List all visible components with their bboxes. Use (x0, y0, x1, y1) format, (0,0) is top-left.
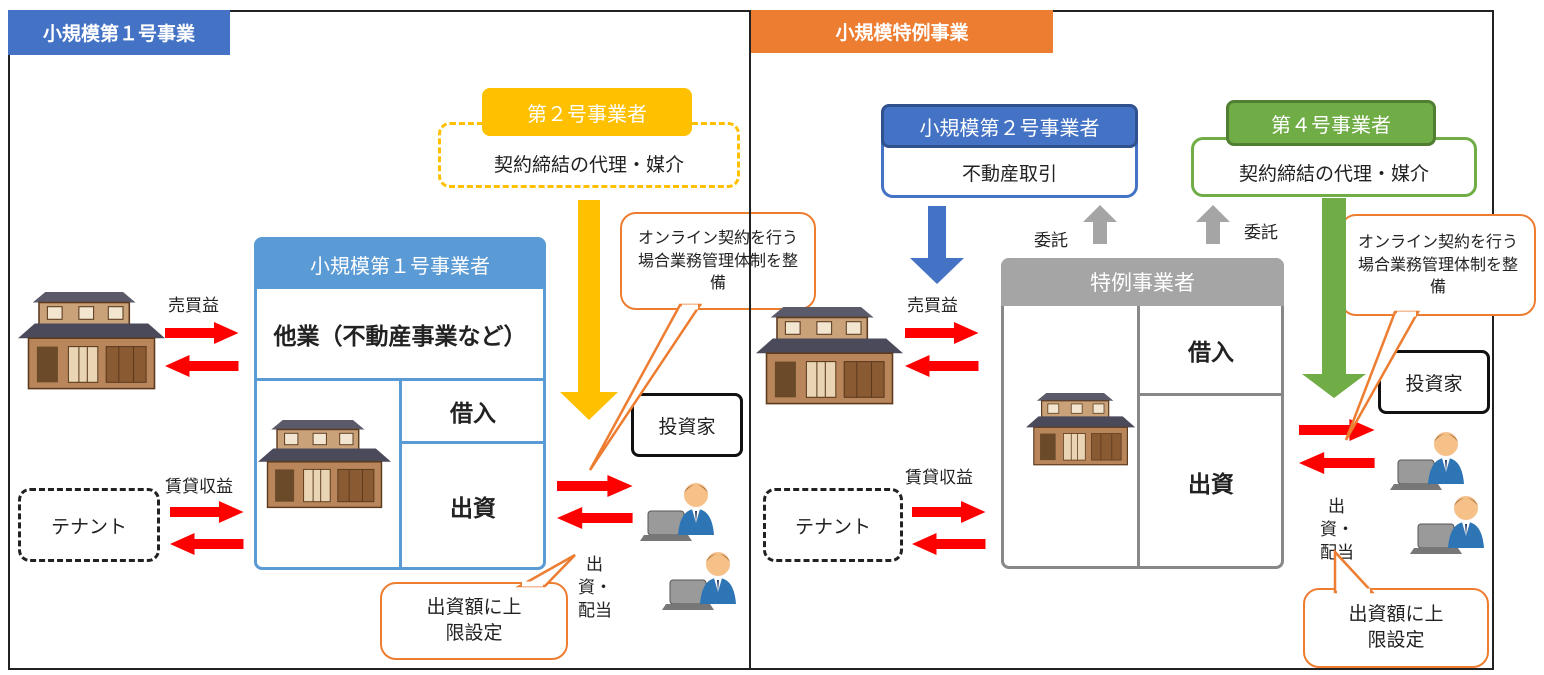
investment-label: 出資 (1188, 472, 1234, 498)
exchange-arrows-icon (912, 501, 986, 555)
investor-icon (1409, 495, 1485, 555)
tenant-box: テナント (18, 488, 160, 562)
sale-profit-label: 売買益 (168, 296, 219, 316)
investor-box: 投資家 (631, 393, 743, 457)
right-panel-title: 小規模特例事業 (751, 10, 1053, 53)
up-arrow-icon (1083, 205, 1117, 244)
consign-label: 委託 (1244, 223, 1278, 243)
exchange-arrows-icon (170, 501, 244, 555)
divider (256, 378, 544, 381)
main-business-header: 小規模第１号事業者 (256, 239, 544, 289)
investor-icon (639, 482, 715, 542)
cap-note-bubble: 出資額に上限設定 (1303, 588, 1489, 668)
sale-profit-label: 売買益 (907, 296, 958, 316)
investor-flow-label: 出資・配当 (578, 554, 638, 623)
house-icon (1025, 392, 1136, 466)
investment-label: 出資 (450, 496, 496, 522)
agent-box-header: 第２号事業者 (482, 88, 692, 136)
main-business-box (254, 237, 546, 570)
bubble-tail (1333, 548, 1375, 594)
investor-icon (661, 551, 737, 611)
divider (399, 380, 402, 568)
agent-box-body: 契約締結の代理・媒介 (493, 153, 684, 176)
divider (400, 441, 544, 444)
exchange-arrows-icon (165, 322, 239, 377)
right-panel (749, 10, 1494, 670)
bubble-tail (588, 303, 703, 471)
consign-label: 委託 (1034, 231, 1068, 251)
exchange-arrows-icon (557, 475, 633, 529)
house-icon (257, 419, 392, 509)
special-business-header: 特例事業者 (1001, 258, 1284, 306)
down-arrow-icon (910, 206, 964, 284)
online-note-bubble: オンライン契約を行う場合業務管理体制を整備 (620, 212, 816, 310)
bubble-tail (515, 553, 576, 588)
sub4-header: 第４号事業者 (1226, 100, 1436, 146)
investor-icon (1389, 431, 1465, 491)
down-arrow-icon (1302, 198, 1366, 398)
sub2-body: 不動産取引 (961, 162, 1057, 185)
down-arrow-icon (560, 200, 618, 420)
exchange-arrows-icon (1299, 419, 1375, 474)
sub4-body: 契約締結の代理・媒介 (1238, 162, 1429, 185)
tenant-box: テナント (763, 488, 903, 562)
bubble-tail (1344, 310, 1421, 441)
up-arrow-icon (1196, 205, 1230, 244)
online-note-bubble: オンライン契約を行う場合業務管理体制を整備 (1340, 214, 1536, 316)
borrowing-label: 借入 (450, 401, 496, 427)
cap-note-bubble: 出資額に上限設定 (380, 582, 568, 660)
rent-profit-label: 賃貸収益 (165, 477, 233, 497)
exchange-arrows-icon (905, 322, 979, 377)
divider (1139, 393, 1282, 396)
rent-profit-label: 賃貸収益 (905, 468, 973, 488)
sub2-header: 小規模第２号事業者 (881, 104, 1138, 148)
house-icon (17, 291, 166, 390)
investor-flow-label: 出資・配当 (1320, 496, 1380, 565)
divider (1137, 306, 1140, 568)
other-business-label: 他業（不動産事業など） (273, 324, 527, 350)
house-icon (755, 306, 904, 405)
investor-flow-text: 出資・配当 (1320, 497, 1354, 563)
left-panel-title: 小規模第１号事業 (8, 10, 230, 55)
investor-flow-text: 出資・配当 (578, 555, 612, 621)
borrowing-label: 借入 (1188, 340, 1234, 366)
